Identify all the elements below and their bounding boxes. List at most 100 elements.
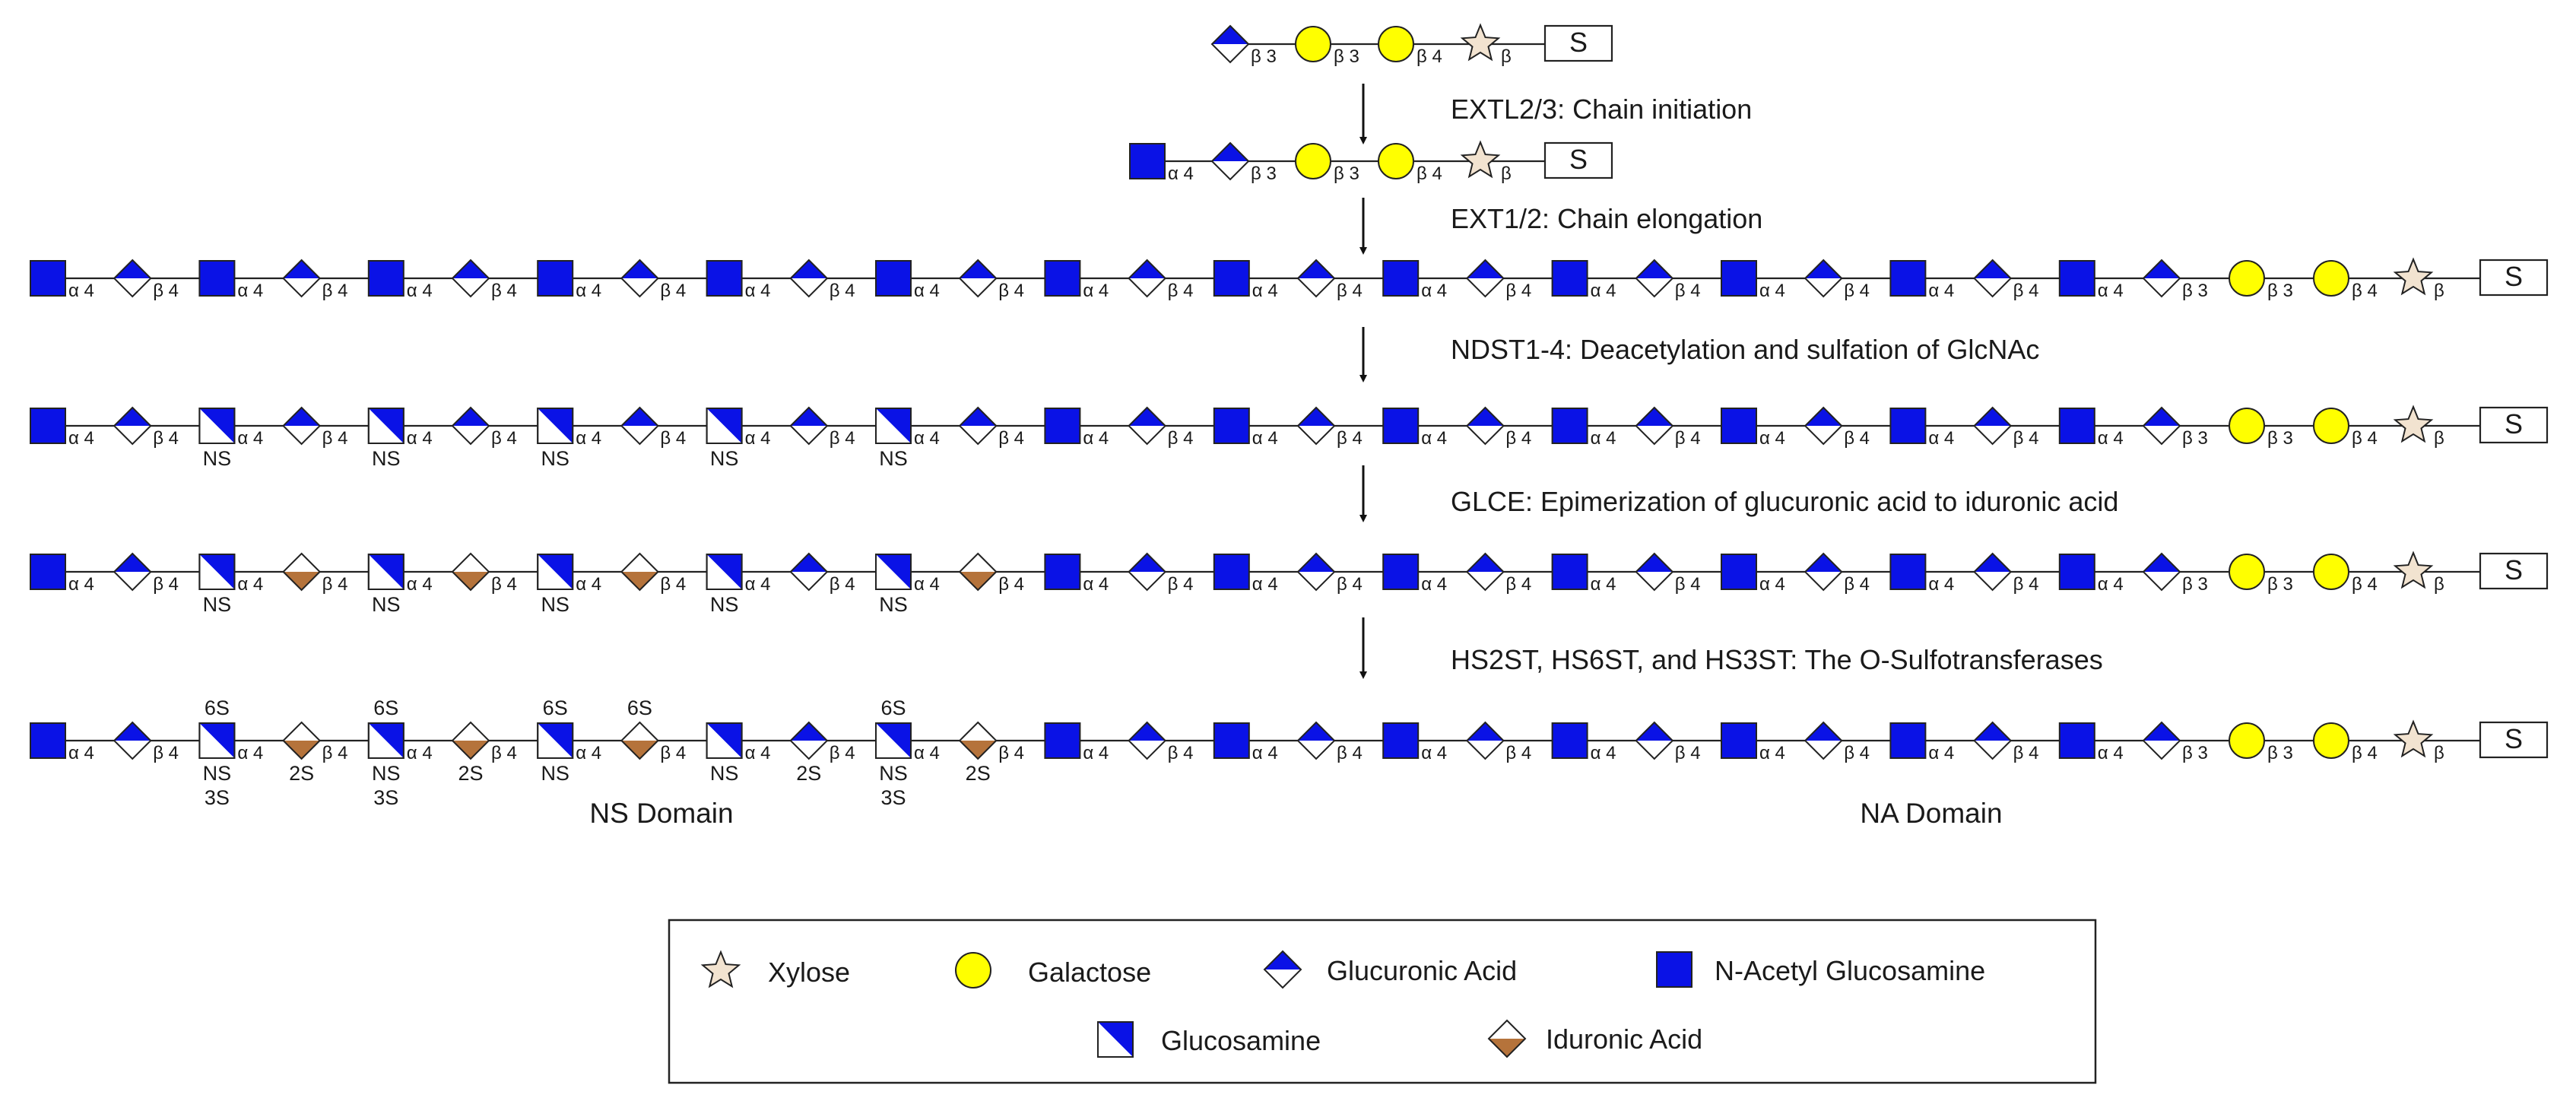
glcnac-symbol	[1551, 408, 1588, 444]
linkage-label: α 4	[1252, 281, 1278, 301]
glucuronic-acid-symbol	[1465, 259, 1505, 298]
glucuronic-acid-symbol	[2142, 406, 2181, 446]
glucuronic-acid-symbol	[1635, 406, 1674, 446]
serine-label: S	[1569, 144, 1588, 175]
glucuronic-acid-symbol	[1804, 552, 1843, 592]
ns-mod-label: NS	[203, 447, 232, 470]
linkage-label: α 4	[237, 281, 263, 301]
glcnac-symbol	[1889, 554, 1927, 590]
linkage-label: β 3	[2267, 574, 2293, 595]
ns-mod-label: NS	[541, 447, 569, 470]
linkage-label: α 4	[1591, 574, 1616, 595]
linkage-label: α 4	[237, 574, 263, 595]
glcnac-symbol	[1551, 260, 1588, 297]
glucosamine-symbol	[706, 722, 743, 759]
linkage-label: β 4	[1675, 428, 1701, 449]
linkage-label: β 4	[491, 743, 517, 763]
2s-mod-label: 2S	[458, 762, 483, 785]
ns-mod-label: NS	[203, 762, 232, 785]
linkage-label: α 4	[2098, 574, 2124, 595]
linkage-label: α 4	[68, 574, 94, 595]
ns-mod-label: NS	[372, 593, 401, 616]
glcnac-symbol	[1551, 554, 1588, 590]
serine-box	[2479, 406, 2549, 444]
legend: Xylose Galactose Glucuronic Acid N-Acety…	[668, 919, 2097, 1084]
linkage-label: α 4	[576, 574, 601, 595]
linkage-label: α 4	[576, 281, 601, 301]
xylose-symbol	[2393, 257, 2434, 296]
step-5-label: HS2ST, HS6ST, and HS3ST: The O-Sulfotran…	[1451, 644, 2103, 675]
glcnac-symbol	[1213, 554, 1250, 590]
linkage-label: α 4	[1928, 574, 1954, 595]
serine-box	[2479, 721, 2549, 759]
glucuronic-acid-symbol	[620, 406, 659, 446]
linkage-label: α 4	[1421, 743, 1447, 763]
linkage-label: β 4	[2352, 743, 2378, 763]
galactose-symbol	[2313, 408, 2349, 444]
linkage-label: α 4	[1759, 574, 1785, 595]
legend-iduronic-acid-label: Iduronic Acid	[1546, 1023, 1702, 1055]
glcnac-symbol	[2058, 260, 2095, 297]
iduronic-acid-symbol	[451, 721, 490, 760]
6s-mod-label: 6S	[880, 697, 906, 719]
linkage-label: α 4	[237, 743, 263, 763]
glcnac-symbol	[1213, 722, 1250, 759]
glucosamine-symbol	[875, 408, 912, 444]
iduronic-acid-symbol	[620, 552, 659, 592]
linkage-label: α 4	[745, 428, 771, 449]
linkage-label: α 4	[745, 574, 771, 595]
ns-mod-label: NS	[372, 447, 401, 470]
linkage-label: α 4	[2098, 281, 2124, 301]
glucuronic-acid-symbol	[1804, 259, 1843, 298]
linkage-label: β	[1501, 46, 1512, 67]
linkage-label: α 4	[1083, 281, 1109, 301]
legend-glucosamine-label: Glucosamine	[1161, 1025, 1321, 1056]
linkage-label: α 4	[1421, 281, 1447, 301]
linkage-label: α 4	[407, 281, 433, 301]
glucuronic-acid-symbol	[282, 406, 322, 446]
ns-mod-label: NS	[710, 762, 739, 785]
linkage-label: α 4	[1928, 428, 1954, 449]
glcnac-symbol	[1044, 260, 1081, 297]
linkage-label: β 4	[1337, 743, 1363, 763]
ns-mod-label: NS	[879, 447, 908, 470]
linkage-label: α 4	[745, 743, 771, 763]
step-2-label: EXT1/2: Chain elongation	[1451, 203, 1762, 234]
step-1-label: EXTL2/3: Chain initiation	[1451, 94, 1752, 125]
6s-mod-label: 6S	[543, 697, 568, 719]
glucuronic-acid-symbol	[1128, 552, 1167, 592]
glcnac-symbol	[706, 260, 743, 297]
serine-label: S	[2505, 554, 2523, 585]
iduronic-acid-symbol	[620, 721, 659, 760]
iduronic-acid-symbol	[958, 721, 998, 760]
galactose-symbol	[2229, 408, 2265, 444]
6s-mod-label: 6S	[627, 697, 652, 719]
linkage-label: β 3	[1251, 46, 1277, 67]
linkage-label: β 4	[660, 574, 686, 595]
glucosamine-symbol	[706, 554, 743, 590]
glucuronic-acid-symbol	[2142, 552, 2181, 592]
iduronic-acid-symbol	[282, 721, 322, 760]
legend-box	[668, 919, 2097, 1084]
linkage-label: β 4	[1168, 743, 1194, 763]
linkage-label: β	[2434, 743, 2444, 763]
linkage-label: β	[2434, 281, 2444, 301]
serine-label: S	[2505, 408, 2523, 440]
glucuronic-acid-symbol	[789, 259, 829, 298]
galactose-symbol	[2313, 260, 2349, 297]
glcnac-symbol	[2058, 722, 2095, 759]
linkage-label: β 3	[2182, 281, 2208, 301]
glucosamine-symbol	[367, 554, 404, 590]
glcnac-symbol	[1382, 722, 1420, 759]
ns-mod-label: NS	[203, 593, 232, 616]
ns-mod-label: NS	[541, 762, 569, 785]
iduronic-acid-symbol	[451, 552, 490, 592]
glucuronic-acid-symbol	[958, 406, 998, 446]
linkage-label: β 4	[322, 281, 348, 301]
linkage-label: β 4	[830, 281, 855, 301]
glucuronic-acid-symbol	[1296, 259, 1336, 298]
linkage-label: β 3	[2267, 428, 2293, 449]
linkage-label: β 4	[2352, 428, 2378, 449]
linkage-label: α 4	[407, 428, 433, 449]
linkage-label: β 4	[1168, 281, 1194, 301]
